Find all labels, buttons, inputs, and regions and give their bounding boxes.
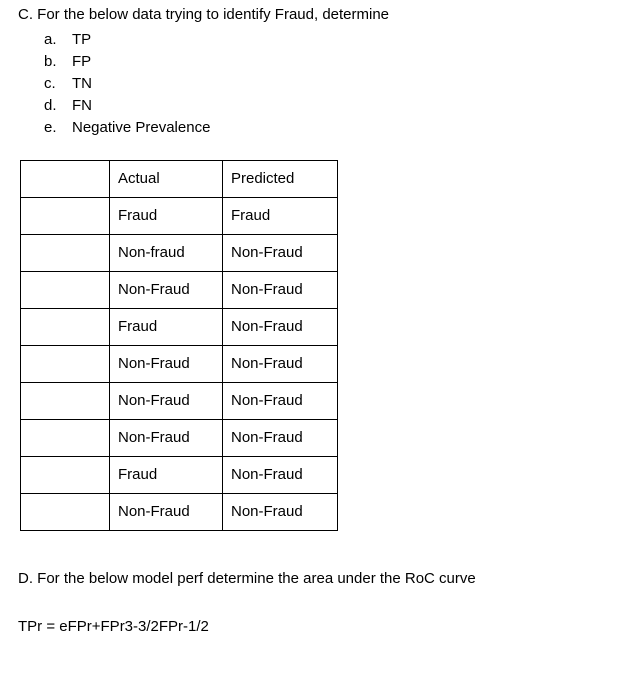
question-c-heading: C. For the below data trying to identify… bbox=[18, 6, 390, 23]
table-header-row: Actual Predicted bbox=[20, 160, 338, 198]
table-cell-predicted: Non-Fraud bbox=[222, 493, 338, 531]
list-item: a. TP bbox=[44, 29, 464, 51]
table-row: Non-Fraud Non-Fraud bbox=[20, 382, 338, 420]
question-c-sub-list: a. TP b. FP c. TN d. FN e. Negative Prevalenc… bbox=[44, 29, 464, 139]
table-cell-blank bbox=[20, 419, 110, 457]
table-cell-actual: Fraud bbox=[109, 456, 223, 494]
table-header-actual: Actual bbox=[109, 160, 223, 198]
fraud-data-table: Actual Predicted Fraud Fraud Non-fraud N… bbox=[20, 160, 338, 531]
table-row: Non-Fraud Non-Fraud bbox=[20, 493, 338, 531]
list-item: e. Negative Prevalence bbox=[44, 117, 464, 139]
table-cell-blank bbox=[20, 271, 110, 309]
list-item-marker: c. bbox=[44, 75, 56, 92]
table-cell-blank bbox=[20, 308, 110, 346]
table-cell-blank bbox=[20, 197, 110, 235]
table-cell-actual: Fraud bbox=[109, 308, 223, 346]
table-cell-actual: Non-Fraud bbox=[109, 419, 223, 457]
question-d-heading: D. For the below model perf determine th… bbox=[18, 570, 476, 587]
list-item-marker: b. bbox=[44, 53, 57, 70]
table-cell-predicted: Non-Fraud bbox=[222, 382, 338, 420]
table-cell-blank bbox=[20, 160, 110, 198]
list-item-label: TP bbox=[72, 31, 92, 48]
table-row: Non-Fraud Non-Fraud bbox=[20, 345, 338, 383]
table-cell-predicted: Non-Fraud bbox=[222, 271, 338, 309]
table-cell-blank bbox=[20, 456, 110, 494]
question-d-formula: TPr = eFPr+FPr3-3/2FPr-1/2 bbox=[18, 618, 209, 635]
table-row: Fraud Fraud bbox=[20, 197, 338, 235]
table-cell-blank bbox=[20, 493, 110, 531]
table-cell-predicted: Non-Fraud bbox=[222, 234, 338, 272]
list-item-label: TN bbox=[72, 75, 92, 92]
table-cell-actual: Non-Fraud bbox=[109, 271, 223, 309]
table-cell-blank bbox=[20, 382, 110, 420]
table-row: Fraud Non-Fraud bbox=[20, 308, 338, 346]
table-cell-blank bbox=[20, 345, 110, 383]
list-item-marker: a. bbox=[44, 31, 57, 48]
table-row: Non-Fraud Non-Fraud bbox=[20, 271, 338, 309]
table-cell-blank bbox=[20, 234, 110, 272]
table-cell-actual: Non-Fraud bbox=[109, 382, 223, 420]
table-cell-predicted: Non-Fraud bbox=[222, 456, 338, 494]
list-item: c. TN bbox=[44, 73, 464, 95]
list-item-label: FP bbox=[72, 53, 92, 70]
table-cell-predicted: Non-Fraud bbox=[222, 345, 338, 383]
table-header-predicted: Predicted bbox=[222, 160, 338, 198]
table-cell-predicted: Fraud bbox=[222, 197, 338, 235]
table-cell-actual: Non-Fraud bbox=[109, 345, 223, 383]
list-item-label: Negative Prevalence bbox=[72, 119, 211, 136]
list-item-marker: d. bbox=[44, 97, 57, 114]
list-item: b. FP bbox=[44, 51, 464, 73]
table-cell-actual: Non-Fraud bbox=[109, 493, 223, 531]
table-row: Non-fraud Non-Fraud bbox=[20, 234, 338, 272]
table-cell-actual: Non-fraud bbox=[109, 234, 223, 272]
table-cell-actual: Fraud bbox=[109, 197, 223, 235]
table-cell-predicted: Non-Fraud bbox=[222, 419, 338, 457]
table-row: Fraud Non-Fraud bbox=[20, 456, 338, 494]
list-item: d. FN bbox=[44, 95, 464, 117]
table-row: Non-Fraud Non-Fraud bbox=[20, 419, 338, 457]
list-item-label: FN bbox=[72, 97, 92, 114]
table-cell-predicted: Non-Fraud bbox=[222, 308, 338, 346]
list-item-marker: e. bbox=[44, 119, 57, 136]
